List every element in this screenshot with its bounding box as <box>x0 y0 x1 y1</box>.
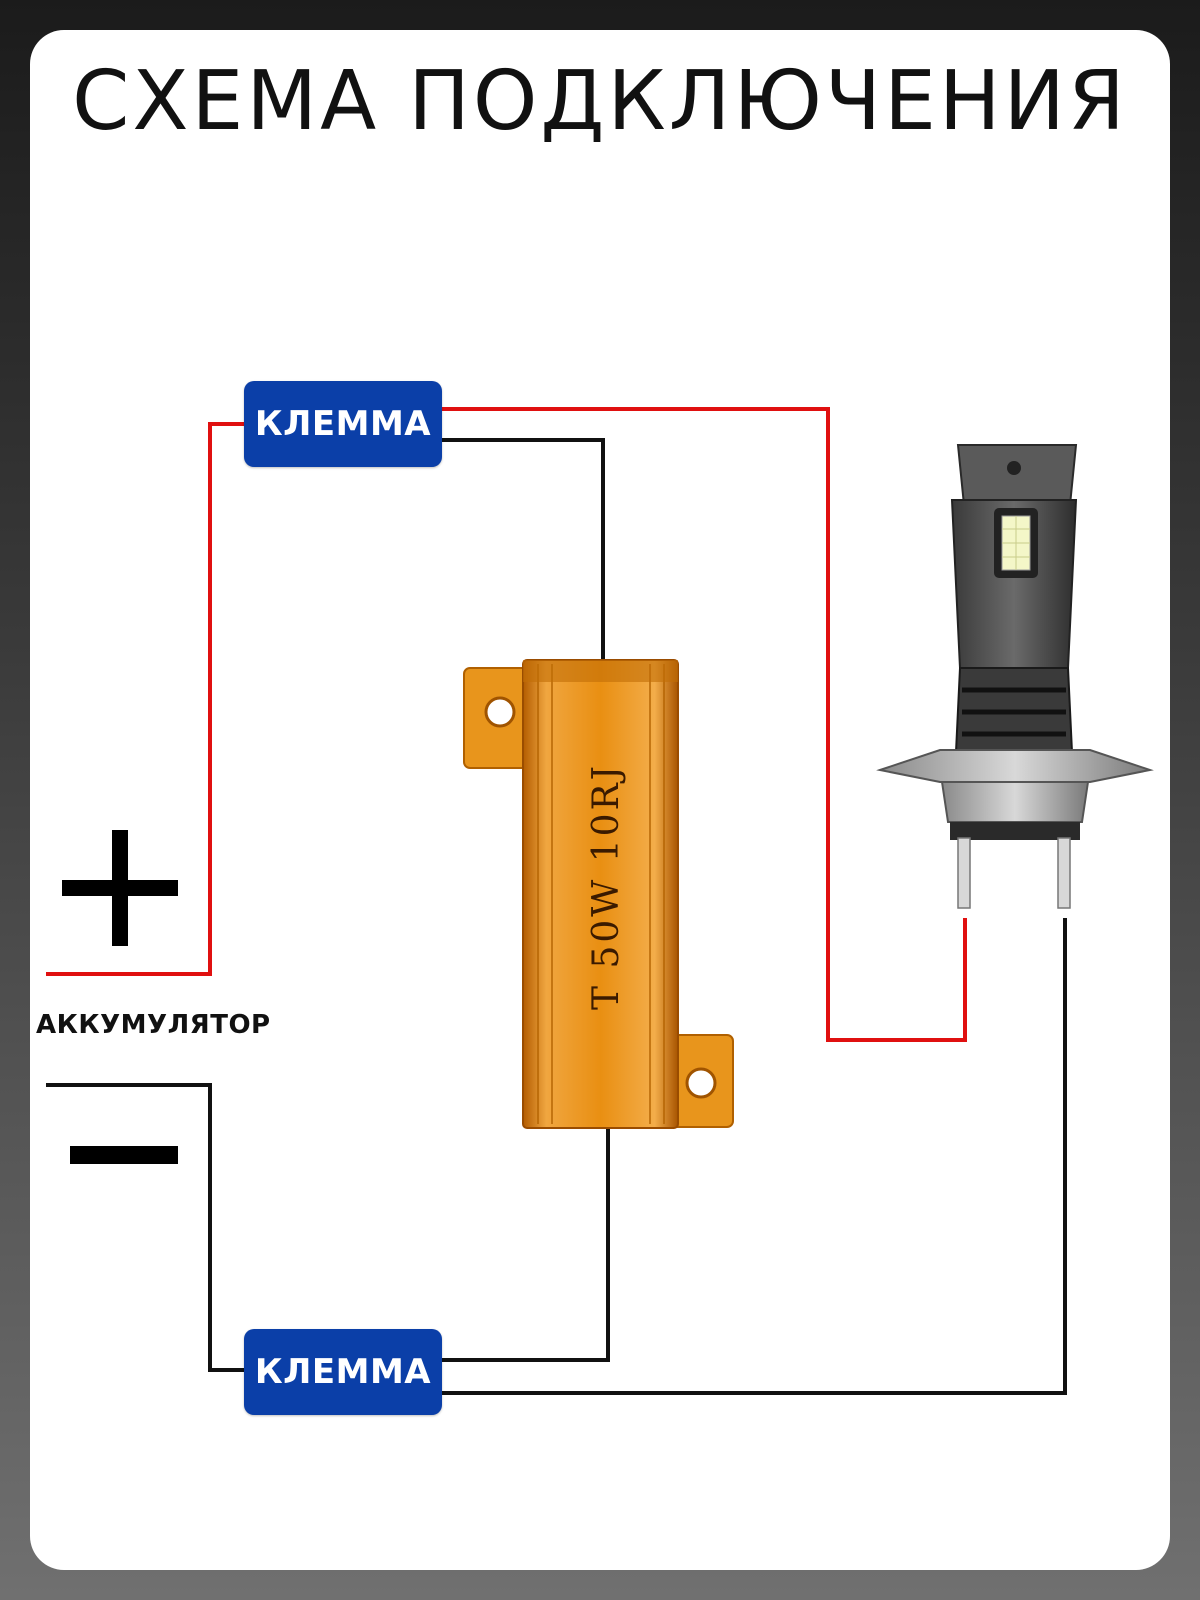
load-resistor-icon: T 50W 10RJ <box>463 659 734 1129</box>
battery-label: АККУМУЛЯТОР <box>36 1010 271 1040</box>
diagram-title: СХЕМА ПОДКЛЮЧЕНИЯ <box>72 54 1128 149</box>
positive-wires <box>46 407 967 1042</box>
positive-wire-to-bulb <box>442 407 967 1042</box>
bulb-base <box>940 781 1090 823</box>
battery-minus-sign <box>70 1146 178 1164</box>
bulb-flange <box>876 749 1154 783</box>
h7-led-bulb-icon <box>876 444 1154 909</box>
resistor-wire-top <box>442 438 605 660</box>
negative-wires <box>46 438 1067 1395</box>
terminal-bottom: КЛЕММА <box>244 1329 442 1415</box>
resistor-bottom-hole <box>685 1067 717 1099</box>
terminal-top: КЛЕММА <box>244 381 442 467</box>
bulb-socket <box>950 822 1080 840</box>
resistor-marking: T 50W 10RJ <box>586 763 627 1010</box>
resistor-wire-bottom <box>442 1128 610 1362</box>
negative-wire-battery <box>46 1083 244 1372</box>
resistor-top-hole <box>484 696 516 728</box>
resistor-fins <box>537 664 665 1124</box>
bulb-pin-left <box>957 837 971 909</box>
negative-wire-to-bulb <box>442 918 1067 1395</box>
bulb-pin-right <box>1057 837 1071 909</box>
bulb-top <box>956 444 1078 506</box>
positive-wire-battery <box>46 422 244 976</box>
battery-plus-sign <box>62 830 178 946</box>
